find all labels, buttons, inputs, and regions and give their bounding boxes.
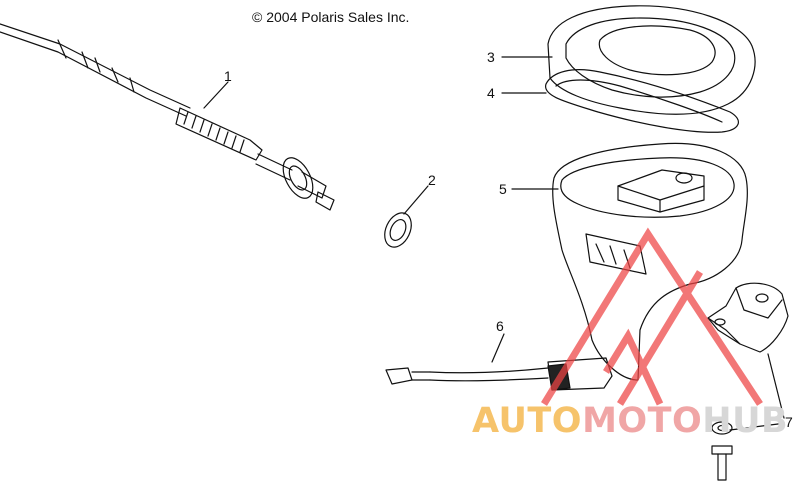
wire-harness <box>385 357 613 391</box>
bolt <box>711 421 733 481</box>
watermark-auto: AUTO <box>472 401 583 441</box>
leader-lines <box>203 56 785 431</box>
callout-1: 1 <box>224 68 232 84</box>
gasket <box>545 69 739 133</box>
throttle-cable <box>0 23 335 211</box>
watermark-hub: HUB <box>702 401 789 441</box>
watermark-moto: MOTO <box>582 401 703 441</box>
callout-6: 6 <box>496 318 504 334</box>
clamp <box>707 282 789 353</box>
callout-7: 7 <box>785 414 793 430</box>
watermark-logo <box>541 227 763 406</box>
switch-housing <box>552 142 748 381</box>
callout-5: 5 <box>499 181 507 197</box>
callout-4: 4 <box>487 85 495 101</box>
copyright-notice: © 2004 Polaris Sales Inc. <box>252 9 410 25</box>
housing-cover <box>547 5 756 115</box>
callout-3: 3 <box>487 49 495 65</box>
callout-2: 2 <box>428 172 436 188</box>
washer <box>384 212 412 248</box>
watermark-text: AUTOMOTOHUB <box>472 404 788 439</box>
